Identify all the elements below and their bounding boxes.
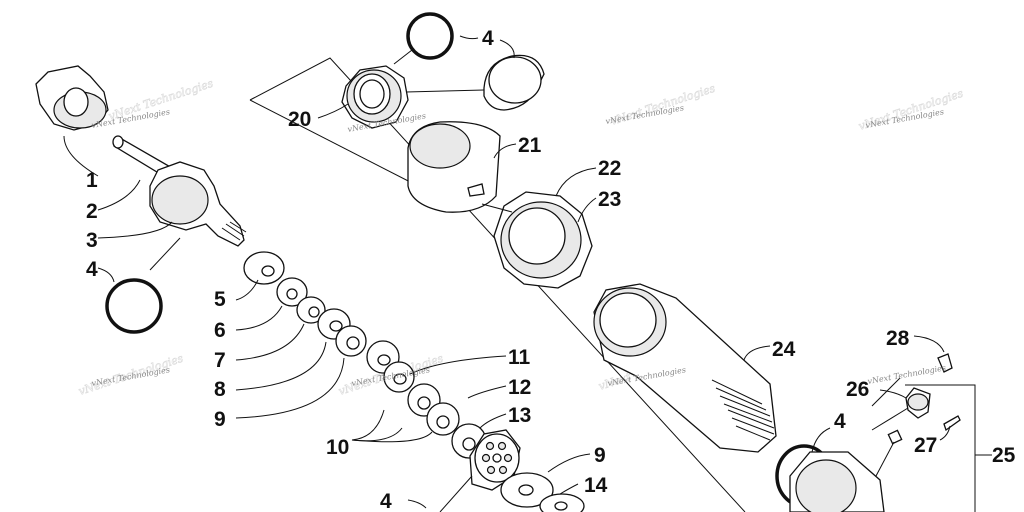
- part-o-ring-top: [406, 12, 454, 60]
- callout-10: 10: [326, 436, 349, 459]
- part-reservoir: [789, 451, 885, 512]
- callout-8: 8: [214, 378, 226, 401]
- callout-3: 3: [86, 229, 98, 252]
- callout-7: 7: [214, 349, 226, 372]
- callout-22: 22: [598, 157, 621, 180]
- callout-25: 25: [992, 444, 1016, 467]
- leader-lines: [63, 35, 951, 512]
- part-o-ring: [105, 278, 163, 334]
- callout-1: 1: [86, 169, 98, 192]
- part-shaft-assembly: [112, 135, 247, 247]
- part-lower-washer-stack: [366, 340, 585, 512]
- callout-28: 28: [886, 327, 910, 350]
- svg-text:vNext Technologies: vNext Technologies: [867, 363, 947, 386]
- callout-labels: 1 2 3 4 5 6 7 8 9 20 4 21 22 23 24 11 12…: [86, 27, 1016, 512]
- part-washer-stack: [243, 251, 367, 357]
- callout-9: 9: [214, 408, 226, 431]
- callout-5: 5: [214, 288, 226, 311]
- callout-9-lower: 9: [594, 444, 606, 467]
- callout-11: 11: [508, 346, 531, 369]
- part-wear-band: [483, 54, 545, 111]
- callout-4-bottom: 4: [380, 490, 392, 512]
- callout-12: 12: [508, 376, 531, 399]
- callout-4: 4: [86, 258, 98, 281]
- callout-2: 2: [86, 200, 98, 223]
- part-bushing: [35, 65, 109, 131]
- callout-20: 20: [288, 108, 311, 131]
- part-seal-head: [341, 65, 409, 129]
- part-shock-body: [593, 283, 777, 453]
- callout-24: 24: [772, 338, 796, 361]
- callout-27: 27: [914, 434, 937, 457]
- part-reservoir-bushing: [407, 121, 501, 213]
- callout-14: 14: [584, 474, 608, 497]
- callout-4-right: 4: [834, 410, 846, 433]
- callout-23: 23: [598, 188, 621, 211]
- callout-4-top: 4: [482, 27, 494, 50]
- callout-26: 26: [846, 378, 869, 401]
- callout-21: 21: [518, 134, 542, 157]
- callout-6: 6: [214, 319, 226, 342]
- part-spring-collar: [493, 191, 593, 289]
- callout-13: 13: [508, 404, 531, 427]
- part-valve-assembly: [871, 353, 961, 477]
